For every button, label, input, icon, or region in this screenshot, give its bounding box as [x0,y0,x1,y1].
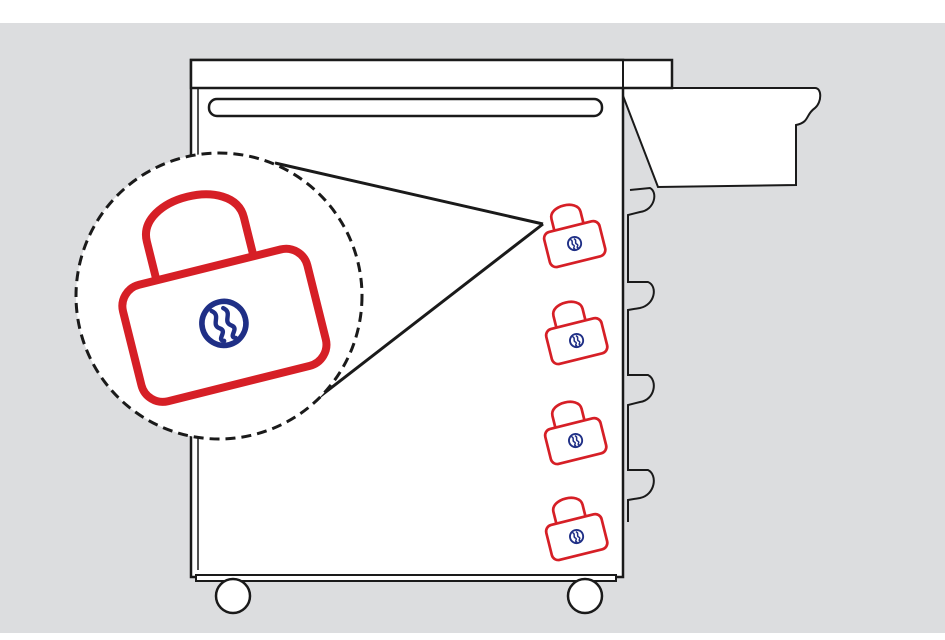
padlock-shackle [142,190,258,285]
security-wave-line [573,238,579,249]
padlock-icon-magnified [118,190,331,406]
padlock-icon [542,203,607,269]
caster-wheel-left [214,577,252,615]
security-wave-line [575,335,581,346]
padlock-icon [543,400,608,466]
cabinet-base [195,574,617,582]
security-wave-line [575,531,581,542]
security-wave-line [572,336,578,347]
padlock-shackle [550,203,585,232]
caster-wheel-right [566,577,604,615]
security-wave-line [221,305,238,341]
security-wave-line [571,436,577,447]
top-cover [189,58,674,90]
padlock-shackle [552,300,587,329]
output-tray [618,87,822,189]
padlock-icon [544,496,609,562]
security-wave-line [209,308,227,344]
padlock-shackle [552,496,587,525]
top-handle-slot [207,97,604,118]
security-wave-line [572,532,578,543]
padlock-icon [544,300,609,366]
callout-line [317,222,544,400]
security-wave-line [574,435,580,446]
callout-line [274,161,544,226]
security-wave-line [570,239,576,250]
padlock-shackle [551,400,586,429]
paper-tray-fronts [627,186,656,522]
